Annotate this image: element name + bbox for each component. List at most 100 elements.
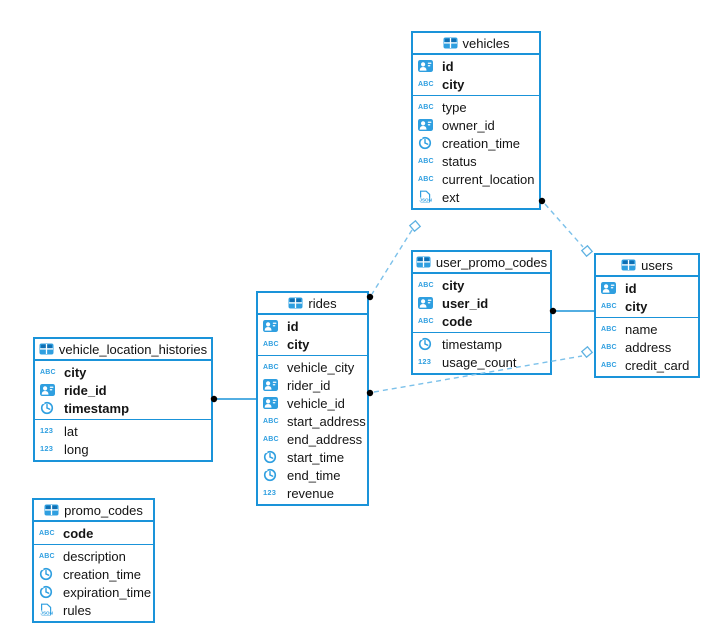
column-name: city (625, 298, 648, 314)
column-usage_count[interactable]: 123 usage_count (413, 353, 550, 371)
table-header-users[interactable]: users (596, 255, 698, 277)
id-type-icon (263, 320, 282, 332)
column-id[interactable]: id (413, 57, 539, 75)
time-type-icon (418, 136, 437, 150)
table-header-rides[interactable]: rides (258, 293, 367, 315)
column-timestamp[interactable]: timestamp (35, 399, 211, 417)
table-header-vehicle_location_histories[interactable]: vehicle_location_histories (35, 339, 211, 361)
column-end_time[interactable]: end_time (258, 466, 367, 484)
column-id[interactable]: id (258, 317, 367, 335)
time-type-icon (39, 567, 58, 581)
table-header-promo_codes[interactable]: promo_codes (34, 500, 153, 522)
time-type-icon (39, 585, 58, 599)
id-type-icon (601, 282, 620, 294)
text-type-icon: ABC (263, 340, 279, 348)
column-creation_time[interactable]: creation_time (413, 134, 539, 152)
column-name: vehicle_city (287, 359, 355, 375)
text-type-icon: ABC (263, 363, 279, 371)
table-title: rides (308, 295, 337, 311)
column-owner_id[interactable]: owner_id (413, 116, 539, 134)
table-header-user_promo_codes[interactable]: user_promo_codes (413, 252, 550, 274)
text-type-icon: ABC (39, 529, 55, 537)
column-name: timestamp (442, 336, 502, 352)
column-name: long (64, 441, 89, 457)
column-start_address[interactable]: ABC start_address (258, 412, 367, 430)
id-type-icon (263, 397, 282, 409)
column-name: id (287, 318, 299, 334)
json-type-icon: JSON (418, 190, 437, 204)
column-vehicle_city[interactable]: ABC vehicle_city (258, 358, 367, 376)
time-type-icon (263, 450, 282, 464)
text-type-icon: ABC (263, 435, 279, 443)
column-creation_time[interactable]: creation_time (34, 565, 153, 583)
column-name: usage_count (442, 354, 517, 370)
json-type-icon: JSON (39, 603, 58, 617)
table-title: users (641, 257, 673, 273)
column-user_id[interactable]: user_id (413, 294, 550, 312)
column-name: expiration_time (63, 584, 152, 600)
num-type-icon: 123 (418, 357, 432, 367)
text-type-icon: ABC (418, 103, 434, 111)
column-end_address[interactable]: ABC end_address (258, 430, 367, 448)
column-name: id (442, 58, 454, 74)
column-id[interactable]: id (596, 279, 698, 297)
column-name: start_address (287, 413, 366, 429)
relationship-vehicles-rides (371, 229, 413, 295)
relationship-diamond-end (408, 219, 422, 233)
column-start_time[interactable]: start_time (258, 448, 367, 466)
column-expiration_time[interactable]: expiration_time (34, 583, 153, 601)
column-name: city (287, 336, 310, 352)
columns-section: timestamp 123 usage_count (413, 333, 550, 373)
num-type-icon: 123 (40, 426, 54, 436)
text-type-icon: ABC (601, 302, 617, 310)
column-name: end_address (287, 431, 363, 447)
column-name: creation_time (63, 566, 142, 582)
time-type-icon (40, 401, 59, 415)
column-city[interactable]: ABC city (258, 335, 367, 353)
column-city[interactable]: ABC city (596, 297, 698, 315)
text-type-icon: ABC (263, 417, 279, 425)
column-vehicle_id[interactable]: vehicle_id (258, 394, 367, 412)
column-rider_id[interactable]: rider_id (258, 376, 367, 394)
table-header-vehicles[interactable]: vehicles (413, 33, 539, 55)
time-type-icon (418, 337, 437, 351)
column-name: creation_time (442, 135, 521, 151)
table-icon (39, 343, 54, 355)
column-ride_id[interactable]: ride_id (35, 381, 211, 399)
num-type-icon: 123 (263, 488, 277, 498)
text-type-icon: ABC (418, 80, 434, 88)
column-timestamp[interactable]: timestamp (413, 335, 550, 353)
